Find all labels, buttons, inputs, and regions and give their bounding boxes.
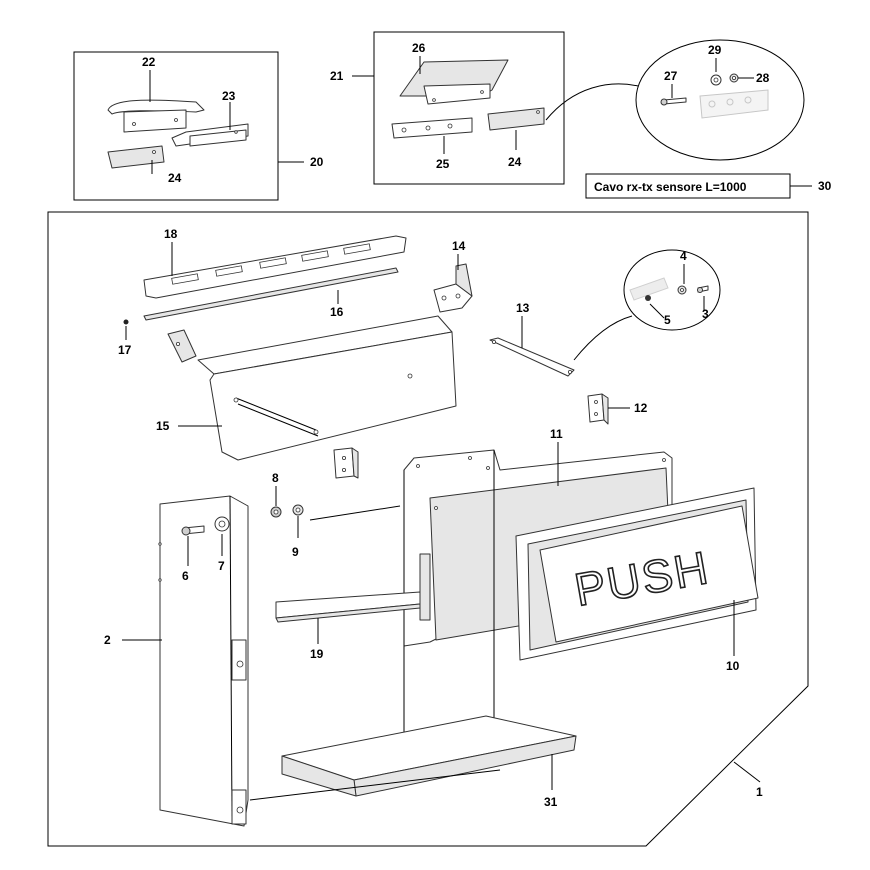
callout-21: 21	[330, 69, 344, 83]
callout-5: 5	[664, 313, 671, 327]
callout-4: 4	[680, 249, 687, 263]
part-31-shelf	[249, 715, 577, 801]
callout-19: 19	[310, 647, 324, 661]
cable-note-text: Cavo rx-tx sensore L=1000	[594, 180, 747, 194]
callout-29: 29	[708, 43, 722, 57]
callout-1: 1	[756, 785, 763, 799]
callout-24b: 24	[508, 155, 522, 169]
part-14-bracket	[433, 254, 473, 313]
callout-11: 11	[550, 427, 563, 441]
inset-group-21	[352, 31, 565, 185]
callout-8: 8	[272, 471, 279, 485]
callout-26: 26	[412, 41, 426, 55]
callout-3: 3	[702, 307, 709, 321]
part-17-screw	[123, 319, 129, 340]
callout-13: 13	[516, 301, 530, 315]
callout-6: 6	[182, 569, 189, 583]
part-16-rod	[143, 267, 399, 321]
callout-labels: 1 2 3 4 5 6 7 8 9 10 11 12 13 14 15 16 1…	[104, 41, 832, 809]
part-2-side-panel	[122, 495, 249, 827]
callout-24a: 24	[168, 171, 182, 185]
inset-group-20	[73, 51, 304, 201]
part-19-crossbar	[275, 591, 421, 644]
part-18-slotted-rail	[143, 235, 407, 299]
callout-18: 18	[164, 227, 178, 241]
part-bracket-under-hood	[333, 447, 359, 479]
part-13-link-bar	[489, 315, 633, 377]
callout-20: 20	[310, 155, 324, 169]
callout-31: 31	[544, 795, 558, 809]
main-assembly-frame	[47, 211, 809, 847]
callout-27: 27	[664, 69, 678, 83]
callout-7: 7	[218, 559, 225, 573]
detail-ellipse-fasteners	[623, 249, 721, 331]
callout-23: 23	[222, 89, 236, 103]
callout-28: 28	[756, 71, 770, 85]
part-8-9-nuts	[270, 486, 401, 538]
callout-16: 16	[330, 305, 344, 319]
leader-1	[733, 761, 761, 783]
callout-9: 9	[292, 545, 299, 559]
callout-30: 30	[818, 179, 832, 193]
part-10-push-sign: PUSH	[515, 487, 759, 661]
callout-2: 2	[104, 633, 111, 647]
callout-14: 14	[452, 239, 466, 253]
callout-15: 15	[156, 419, 170, 433]
part-12-bracket	[587, 393, 630, 425]
callout-25: 25	[436, 157, 450, 171]
callout-12: 12	[634, 401, 648, 415]
part-6-7-bolt-spacer	[181, 516, 230, 566]
push-sign-text: PUSH	[571, 541, 714, 616]
detail-ellipse-hinge	[545, 39, 805, 161]
callout-10: 10	[726, 659, 740, 673]
cable-note: Cavo rx-tx sensore L=1000	[585, 173, 812, 199]
part-15-hood	[167, 315, 457, 461]
callout-22: 22	[142, 55, 156, 69]
callout-17: 17	[118, 343, 132, 357]
